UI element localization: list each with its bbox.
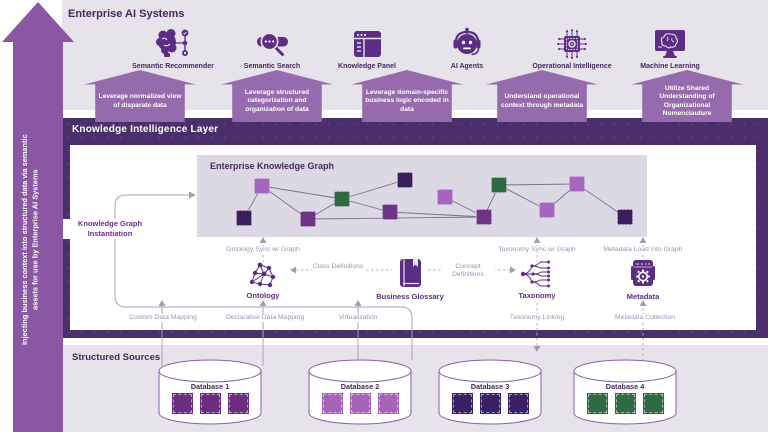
taxonomy-tree-icon bbox=[520, 260, 550, 288]
database-record-square bbox=[199, 393, 221, 414]
ai-system-label: Operational Intelligence bbox=[532, 63, 612, 70]
database-cylinder-icon bbox=[438, 359, 542, 425]
database-1: Database 1 bbox=[155, 358, 265, 426]
database-squares bbox=[305, 393, 415, 414]
ontology-sync-label: Ontology Sync w/ Graph bbox=[208, 246, 318, 255]
ai-system-ai-agents: AI Agents bbox=[415, 20, 519, 70]
knowledge-graph-title: Enterprise Knowledge Graph bbox=[210, 161, 335, 171]
component-label: Business Glossary bbox=[376, 292, 444, 301]
component-label: Taxonomy bbox=[518, 291, 556, 300]
mapping-label-metadata-collection: Metadata Collection bbox=[600, 314, 690, 323]
benefit-text: Leverage normalized view of disparate da… bbox=[98, 93, 182, 109]
ai-system-label: Semantic Recommender bbox=[132, 63, 214, 70]
structured-sources-title: Structured Sources bbox=[72, 352, 161, 363]
graph-node bbox=[476, 209, 492, 225]
taxonomy-sync-label: Taxonomy Sync w/ Graph bbox=[482, 246, 592, 255]
ai-system-semantic-recommender: Semantic Recommender bbox=[121, 20, 225, 70]
up-arrow-shape bbox=[2, 2, 74, 432]
search-magnifier-icon bbox=[257, 32, 288, 56]
ontology-network-icon bbox=[249, 262, 276, 288]
database-squares bbox=[570, 393, 680, 414]
database-cylinder-icon bbox=[573, 359, 677, 425]
database-3: Database 3 bbox=[435, 358, 545, 426]
browser-panel-icon bbox=[354, 31, 381, 57]
ai-system-operational-intelligence: Operational Intelligence bbox=[520, 20, 624, 70]
database-record-square bbox=[451, 393, 473, 414]
graph-node bbox=[236, 210, 252, 226]
concept-definitions-label: Concept Definitions bbox=[441, 263, 495, 280]
mapping-label-declarative: Declarative Data Mapping bbox=[213, 314, 317, 323]
robot-icon bbox=[453, 27, 481, 56]
ai-system-semantic-search: Semantic Search bbox=[220, 20, 324, 70]
left-banner-text: Injecting business context into structur… bbox=[20, 134, 40, 345]
page-title: Enterprise AI Systems bbox=[68, 8, 185, 20]
ai-system-label: Machine Learning bbox=[640, 63, 700, 70]
benefit-text: Utilize Shared Understanding of Organiza… bbox=[659, 85, 715, 117]
database-cylinder-icon bbox=[308, 359, 412, 425]
ai-system-machine-learning: Machine Learning bbox=[618, 20, 722, 70]
database-2: Database 2 bbox=[305, 358, 415, 426]
mapping-label-custom: Custom Data Mapping bbox=[118, 314, 208, 323]
benefit-text: Understand operational context through m… bbox=[500, 93, 584, 109]
component-metadata: Metadata bbox=[598, 258, 688, 301]
database-squares bbox=[155, 393, 265, 414]
ai-system-knowledge-panel: Knowledge Panel bbox=[315, 20, 419, 70]
graph-node bbox=[334, 191, 350, 207]
database-record-square bbox=[479, 393, 501, 414]
ai-system-label: Knowledge Panel bbox=[338, 63, 396, 70]
mapping-label-taxonomy-linking: Taxonomy Linking bbox=[494, 314, 580, 323]
class-definitions-label: Class Definitions bbox=[312, 263, 364, 272]
enterprise-knowledge-graph: Enterprise Knowledge Graph bbox=[197, 155, 647, 237]
ai-system-label: Semantic Search bbox=[243, 63, 301, 70]
database-label: Database 1 bbox=[190, 382, 230, 391]
knowledge-graph-instantiation-label: Knowledge Graph Instantiation bbox=[62, 219, 158, 239]
chip-icon bbox=[557, 29, 587, 59]
graph-node bbox=[539, 202, 555, 218]
graph-node bbox=[382, 204, 398, 220]
component-label: Metadata bbox=[626, 292, 660, 301]
ai-system-label: AI Agents bbox=[450, 63, 484, 70]
database-4: Database 4 bbox=[570, 358, 680, 426]
metadata-gear-icon bbox=[631, 260, 655, 286]
database-record-square bbox=[642, 393, 664, 414]
database-label: Database 2 bbox=[340, 382, 380, 391]
graph-node bbox=[254, 178, 270, 194]
book-icon bbox=[400, 259, 421, 287]
component-ontology: Ontology bbox=[218, 261, 308, 300]
database-record-square bbox=[321, 393, 343, 414]
database-record-square bbox=[227, 393, 249, 414]
mapping-label-virtualization: Virtualization bbox=[316, 314, 400, 323]
database-record-square bbox=[586, 393, 608, 414]
database-label: Database 3 bbox=[470, 382, 510, 391]
benefit-text: Leverage structured categorization and o… bbox=[244, 89, 310, 113]
graph-node bbox=[437, 189, 453, 205]
knowledge-layer-title: Knowledge Intelligence Layer bbox=[72, 124, 219, 135]
benefit-text: Leverage domain-specific business logic … bbox=[365, 89, 449, 113]
database-record-square bbox=[614, 393, 636, 414]
component-taxonomy: Taxonomy bbox=[492, 259, 582, 300]
database-cylinder-icon bbox=[158, 359, 262, 425]
database-record-square bbox=[377, 393, 399, 414]
database-record-square bbox=[507, 393, 529, 414]
graph-node bbox=[569, 176, 585, 192]
database-record-square bbox=[349, 393, 371, 414]
database-record-square bbox=[171, 393, 193, 414]
graph-node bbox=[491, 177, 507, 193]
database-squares bbox=[435, 393, 545, 414]
database-label: Database 4 bbox=[605, 382, 645, 391]
component-label: Ontology bbox=[246, 291, 280, 300]
brain-network-icon bbox=[156, 29, 189, 57]
monitor-brain-icon bbox=[655, 30, 685, 58]
graph-node bbox=[300, 211, 316, 227]
graph-node bbox=[397, 172, 413, 188]
graph-node bbox=[617, 209, 633, 225]
metadata-load-label: Metadata Load into Graph bbox=[588, 246, 698, 255]
